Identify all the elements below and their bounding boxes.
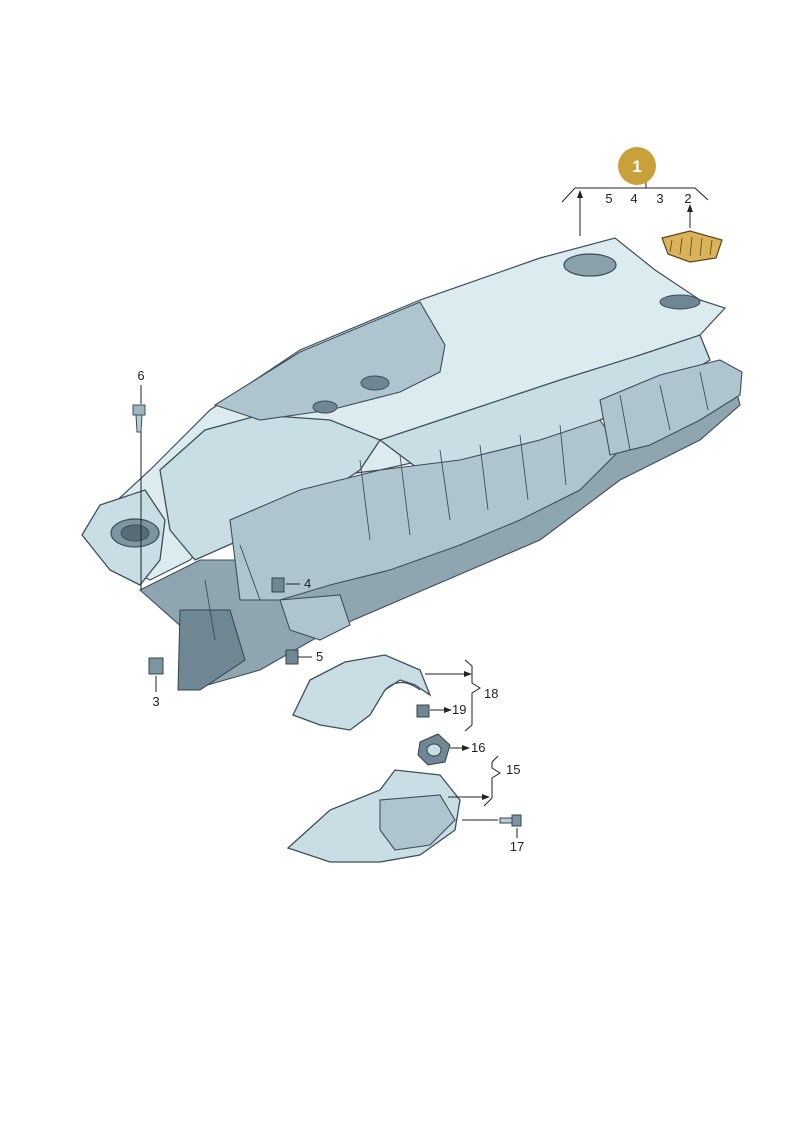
ring-16-hole: [426, 743, 442, 757]
dashboard-assembly: [81, 237, 743, 691]
top-callout-5: 5: [605, 191, 612, 206]
callout-5: 5: [316, 649, 323, 664]
center-vent-channel: [213, 301, 446, 421]
defrost-vent-right: [563, 253, 617, 277]
grille-slats: [669, 236, 713, 257]
left-vent-inner: [120, 524, 150, 542]
badge-number: 1: [632, 157, 641, 176]
column-lower-inner: [379, 794, 456, 851]
top-callout-2: 2: [684, 191, 691, 206]
highlighted-vent-grille: [661, 230, 723, 263]
leader-lines: [140, 180, 709, 838]
left-mount-bracket: [177, 609, 246, 691]
center-vent-2: [312, 400, 338, 414]
callout-19: 19: [452, 702, 466, 717]
clip-4: [271, 577, 285, 593]
bolt-6: [132, 404, 146, 433]
support-frame-right: [599, 359, 743, 456]
instrument-hood: [159, 414, 381, 561]
column-cover-ring: [384, 681, 421, 691]
clip-3: [148, 657, 164, 675]
screw-17: [499, 814, 522, 827]
callout-3: 3: [152, 694, 159, 709]
column-upper-cover: [292, 654, 432, 731]
lower-tray: [279, 594, 351, 641]
callout-16: 16: [471, 740, 485, 755]
clip-19: [416, 704, 430, 718]
callout-17: 17: [510, 839, 524, 854]
top-callout-4: 4: [630, 191, 637, 206]
part-badge: 1: [618, 147, 656, 185]
badge-circle: [618, 147, 656, 185]
callout-4: 4: [304, 576, 311, 591]
structure-ribs: [204, 371, 709, 641]
top-callouts: 5 4 3 2: [605, 191, 691, 206]
top-callout-3: 3: [656, 191, 663, 206]
callout-6: 6: [137, 368, 144, 383]
clip-5: [285, 649, 299, 665]
callout-15: 15: [506, 762, 520, 777]
callout-18: 18: [484, 686, 498, 701]
callouts: 6 4 5 3 18 19 16 15 17: [137, 368, 524, 854]
support-frame: [229, 419, 621, 601]
side-vent-right: [659, 294, 701, 310]
center-vent-1: [360, 375, 390, 391]
